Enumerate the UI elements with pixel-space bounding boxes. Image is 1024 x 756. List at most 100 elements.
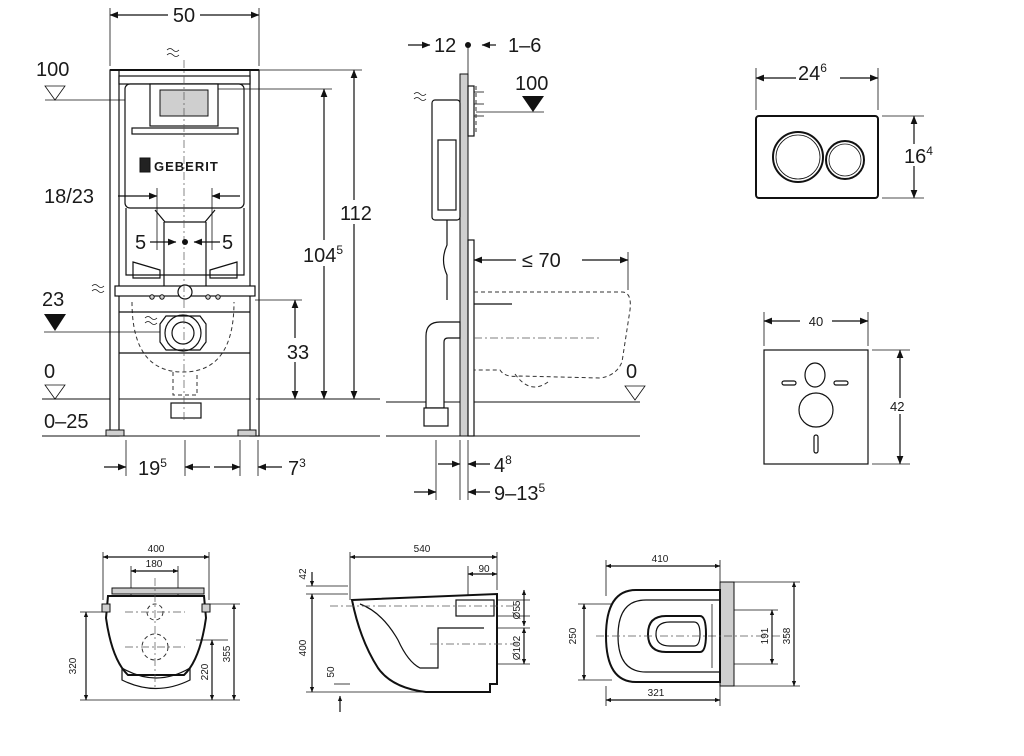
bowl-side-view: 540 90 42 400 50 Ø55 Ø102 — [298, 544, 530, 712]
bowl-bracket-left — [101, 603, 111, 613]
side-view: 12 1–6 100 ≤ 70 0 48 9–135 — [386, 35, 646, 505]
bowl-wall-plate — [719, 581, 735, 687]
foot-left — [105, 429, 125, 437]
dim-bowl-width-label: 400 — [148, 544, 165, 555]
dim-top-depth-label: 12 — [434, 35, 456, 57]
bowl-side-interior — [359, 603, 484, 669]
dim-inner-height-label: 1045 — [303, 243, 343, 267]
dim-install-depth-sup: 5 — [539, 481, 546, 495]
label-mask — [796, 62, 840, 82]
brace-left — [132, 261, 161, 279]
water-supply-icon — [413, 92, 427, 101]
drain-pipe-dashed — [172, 372, 198, 396]
flush-plate-view: 246 164 — [755, 61, 942, 199]
pad-cutout-drain — [798, 392, 834, 428]
dim-total-height-label: 112 — [340, 203, 372, 225]
dim-foot-offset-sup: 3 — [299, 456, 306, 470]
water-supply-icon — [91, 284, 105, 293]
water-inlet-side — [455, 599, 495, 617]
dim-foot-width-label: 195 — [138, 456, 167, 480]
frame-lower — [125, 208, 245, 276]
drain-collar — [423, 407, 449, 427]
dim-bowl-top-depth-label: 321 — [648, 688, 665, 699]
dim-bowl-bottom-label: 50 — [326, 666, 337, 678]
pad-slot-left — [781, 380, 797, 386]
dim-bowl-side-height-label: 400 — [298, 639, 309, 656]
level-marker-filled — [44, 314, 66, 331]
front-view: GEBERIT — [36, 5, 380, 480]
dim-wall-depth-value: 4 — [494, 455, 505, 477]
level-top-label: 100 — [515, 73, 548, 95]
brace-right — [209, 261, 238, 279]
dim-bowl-top-length-label: 410 — [652, 554, 669, 565]
drain-collar — [170, 402, 202, 419]
dim-install-depth-label: 9–135 — [494, 481, 546, 505]
brand-label: GEBERIT — [154, 159, 219, 174]
drain-outlet-inner — [171, 321, 195, 345]
foot-right — [237, 429, 257, 437]
dim-plate-height-label: 164 — [904, 144, 933, 168]
dim-install-depth-value: 9–13 — [494, 483, 539, 505]
cistern-band — [131, 127, 239, 135]
drain-elbow — [425, 321, 461, 409]
water-waste-icon — [144, 316, 158, 325]
plate-bracket — [467, 85, 475, 137]
dim-drain-diameter-label: Ø102 — [512, 635, 523, 660]
connection-pipe — [442, 220, 448, 300]
dim-bowl-length-label: 540 — [414, 544, 431, 555]
bowl-top-opening-inner — [655, 621, 701, 647]
dim-plate-height-value: 16 — [904, 146, 926, 168]
dim-bowl-length-label: ≤ 70 — [522, 250, 561, 272]
bowl-outline-dashed — [474, 291, 631, 379]
dim-bowl-offset-label: 90 — [478, 564, 490, 575]
frame-post-left — [109, 69, 120, 437]
bowl-front-view: 400 180 320 220 355 — [68, 544, 240, 701]
level-marker-filled — [522, 96, 544, 112]
drain-flange — [159, 315, 207, 351]
bowl-top-outline — [604, 589, 721, 683]
label-mask — [336, 200, 376, 224]
label-mask — [168, 5, 200, 23]
bowl-foot-dashed — [514, 373, 549, 388]
pad-slot-bottom — [813, 434, 819, 454]
frame-post-right — [249, 69, 260, 437]
bowl-top-opening — [646, 615, 708, 653]
level-marker-open — [624, 385, 646, 401]
floor-range-label: 0–25 — [44, 411, 89, 433]
dim-width-label: 50 — [173, 5, 195, 27]
label-mask — [302, 240, 350, 266]
dim-foot-offset-value: 7 — [288, 458, 299, 480]
dim-inlet-diameter-label: Ø55 — [512, 600, 523, 619]
level-top-label: 100 — [36, 59, 69, 81]
dim-connection-height-label: 33 — [287, 342, 309, 364]
dim-bowl-top-label: 42 — [298, 568, 309, 580]
flush-button-small — [825, 140, 865, 180]
bowl-side-body — [350, 592, 498, 693]
sound-pad-view: 40 42 — [763, 310, 912, 465]
level-floor-label: 0 — [44, 361, 55, 383]
bowl-outline-dashed — [131, 301, 235, 373]
bolt-hole — [159, 294, 165, 300]
level-connection-label: 23 — [42, 289, 64, 311]
bracket-upper — [154, 209, 216, 223]
label-mask — [800, 310, 832, 326]
dim-bowl-top-inner-label: 191 — [760, 627, 771, 644]
pad-cutout-water — [804, 362, 826, 388]
dim-bolt-spacing-label: 180 — [146, 559, 163, 570]
center-point — [182, 239, 188, 245]
bolt-hole — [215, 294, 221, 300]
dim-bowl-top-outer-label: 358 — [782, 627, 793, 644]
dim-pad-height-label: 42 — [890, 399, 904, 414]
dim-plate-width-sup: 6 — [820, 61, 827, 75]
frame-profile — [459, 73, 469, 437]
pad-slot-right — [833, 380, 849, 386]
dim-foot-offset-label: 73 — [288, 456, 306, 480]
label-mask — [283, 338, 313, 362]
dim-inner-height-value: 104 — [303, 245, 336, 267]
bowl-front-body — [104, 595, 208, 676]
water-supply-icon — [166, 48, 180, 57]
bowl-bracket-right — [201, 603, 211, 613]
flush-button-small-inner — [828, 143, 862, 177]
dim-pad-width-label: 40 — [809, 314, 823, 329]
cistern-side-inner — [437, 139, 457, 211]
